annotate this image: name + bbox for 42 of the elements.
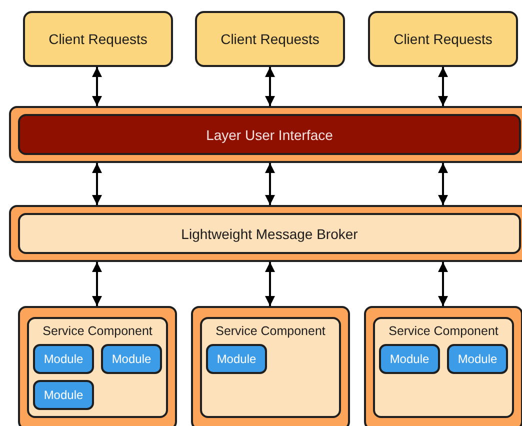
arrow xyxy=(265,163,275,205)
arrow xyxy=(438,67,448,106)
box-label: Client Requests xyxy=(220,31,320,47)
module-box xyxy=(206,344,267,374)
layer-band xyxy=(364,306,522,426)
arrow xyxy=(438,262,448,306)
arrow xyxy=(92,262,102,306)
module-label: Module xyxy=(112,352,152,366)
arrow xyxy=(92,163,102,205)
module-label: Module xyxy=(216,352,256,366)
panel-title: Service Component xyxy=(42,324,152,338)
module-label: Module xyxy=(390,352,430,366)
layer-band xyxy=(18,306,177,426)
service-panel xyxy=(200,317,341,418)
client-box xyxy=(195,11,345,67)
module-box xyxy=(33,344,94,374)
service-panel xyxy=(27,317,168,418)
arrow xyxy=(92,67,102,106)
broker-bar xyxy=(18,213,521,254)
bar-label: Layer User Interface xyxy=(206,126,333,142)
bar-label: Lightweight Message Broker xyxy=(181,226,358,242)
interface-bar xyxy=(18,114,521,155)
service-panel xyxy=(373,317,514,418)
client-box xyxy=(368,11,518,67)
module-box xyxy=(101,344,162,374)
module-box xyxy=(379,344,440,374)
layer-band xyxy=(9,106,522,163)
layer-band xyxy=(9,205,522,262)
arrow xyxy=(265,67,275,106)
panel-title: Service Component xyxy=(216,324,326,338)
module-box xyxy=(33,380,94,410)
layer-band xyxy=(191,306,350,426)
module-label: Module xyxy=(44,388,84,402)
arrow xyxy=(265,262,275,306)
arrow xyxy=(438,163,448,205)
box-label: Client Requests xyxy=(48,31,148,47)
panel-title: Service Component xyxy=(388,324,498,338)
module-label: Module xyxy=(44,352,84,366)
module-label: Module xyxy=(458,352,498,366)
box-label: Client Requests xyxy=(394,31,492,47)
module-box xyxy=(447,344,508,374)
client-box xyxy=(23,11,173,67)
